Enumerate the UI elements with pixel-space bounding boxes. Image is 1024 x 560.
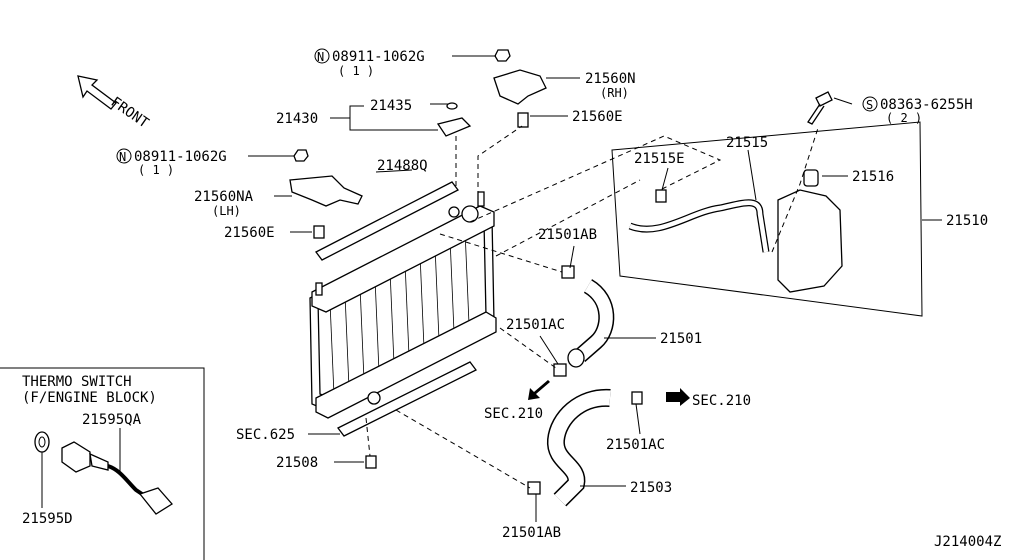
label-hose-upper: 21501	[660, 331, 702, 347]
reservoir-clip-icon	[655, 189, 667, 203]
label-sec625: SEC.625	[236, 427, 295, 443]
label-reservoir-cap: 21516	[852, 169, 894, 185]
upper-seal-strip	[315, 181, 459, 261]
s-symbol: S	[866, 98, 873, 112]
sec210-right-arrow-icon	[666, 388, 690, 406]
right-mount-icon	[493, 69, 547, 105]
label-sec210-left: SEC.210	[484, 406, 543, 422]
reservoir-cap-icon	[803, 169, 819, 187]
diagram-id: J214004Z	[934, 534, 1001, 550]
label-bolt-right: 08363-6255H	[880, 97, 973, 113]
label-reservoir-hose: 21515	[726, 135, 768, 151]
reservoir-hose	[629, 200, 769, 253]
label-hose-lower: 21503	[630, 480, 672, 496]
label-nut-left-qty: ( 1 )	[138, 163, 174, 177]
washer-icon	[34, 431, 50, 453]
label-bracket: 21430	[276, 111, 318, 127]
label-cap: 21435	[370, 98, 412, 114]
left-nut-icon	[293, 149, 309, 162]
label-nut-top: 08911-1062G	[332, 49, 425, 65]
inset-title-2: (F/ENGINE BLOCK)	[22, 390, 157, 406]
top-nut-icon	[494, 49, 511, 62]
label-reservoir-clip: 21515E	[634, 151, 685, 167]
upper-hose-end	[567, 348, 585, 368]
inset-title-1: THERMO SWITCH	[22, 374, 132, 390]
label-bolt-right-qty: ( 2 )	[886, 111, 922, 125]
top-grommet-icon	[517, 112, 529, 128]
left-mount-icon	[289, 175, 363, 207]
n-symbol-top: N	[317, 50, 324, 64]
label-mount-lh: 21560NA	[194, 189, 254, 205]
right-bolt-icon	[807, 91, 833, 125]
label-nut-left: 08911-1062G	[134, 149, 227, 165]
sec210-left-arrow-icon	[528, 380, 550, 400]
label-seal-top: 21488Q	[377, 158, 428, 174]
upper-hose	[575, 280, 613, 361]
s-symbol-icon	[862, 96, 878, 112]
front-arrow-icon	[77, 75, 117, 110]
mid-clamp-icon	[553, 363, 567, 377]
label-nut-top-qty: ( 1 )	[338, 64, 374, 78]
upper-clamp-icon	[561, 265, 575, 279]
lower-clamp-icon	[527, 481, 541, 495]
inset-frame	[0, 367, 205, 560]
label-sec210-right: SEC.210	[692, 393, 751, 409]
drain-cock-icon	[365, 455, 377, 469]
label-clamp-lower: 21501AB	[502, 525, 561, 541]
n-symbol-left: N	[119, 150, 126, 164]
bracket-icon	[436, 117, 472, 137]
n-symbol-icon	[314, 48, 330, 64]
label-thermo-switch: 21595QA	[82, 412, 142, 428]
label-washer: 21595D	[22, 511, 73, 527]
label-reservoir-assy: 21510	[946, 213, 988, 229]
label-clamp-upper: 21501AB	[538, 227, 597, 243]
label-mount-rh: 21560N	[585, 71, 636, 87]
label-grommet-top: 21560E	[572, 109, 623, 125]
label-mount-lh-side: (LH)	[212, 204, 241, 218]
left-grommet-icon	[313, 225, 325, 239]
label-grommet-left: 21560E	[224, 225, 275, 241]
lower-hose	[548, 390, 611, 506]
reservoir-tank	[777, 189, 843, 293]
label-drain-cock: 21508	[276, 455, 318, 471]
radiator-core	[309, 191, 497, 419]
front-label: FRONT	[108, 94, 152, 132]
label-clamp-mid: 21501AC	[506, 317, 565, 333]
label-clamp-lower-right: 21501AC	[606, 437, 665, 453]
thermo-switch-icon	[61, 441, 173, 515]
label-mount-rh-side: (RH)	[600, 86, 629, 100]
cap-icon	[446, 102, 458, 110]
lower-seal-strip	[337, 361, 477, 437]
n-symbol-icon	[116, 148, 132, 164]
lower-right-clamp-icon	[631, 391, 643, 405]
